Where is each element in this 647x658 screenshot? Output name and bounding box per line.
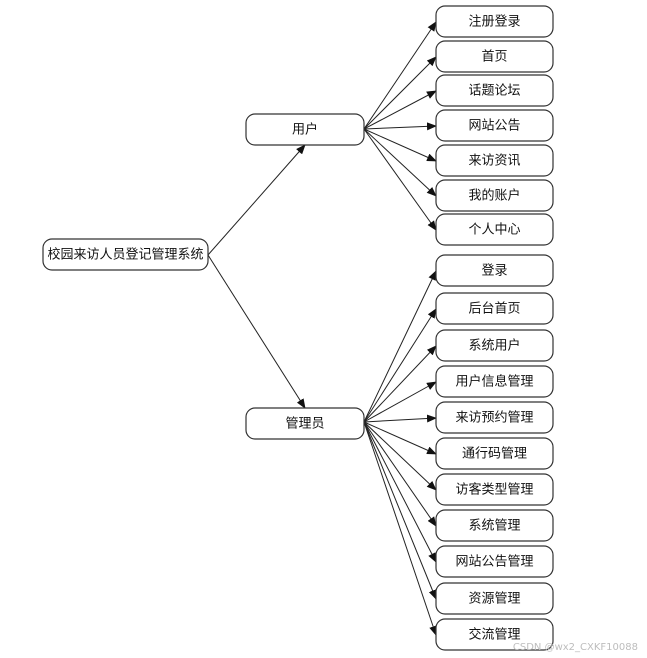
edge-root-to-user [207,144,306,256]
leaf-label: 个人中心 [468,223,520,238]
edge-user-to-leaf-4 [363,122,437,131]
leaf-node-admin-11: 交流管理 [435,618,554,651]
branch-node-admin: 管理员 [245,407,365,440]
edge-user-to-leaf-1 [363,21,437,130]
edge-admin-to-leaf-11 [363,421,437,636]
leaf-label: 注册登录 [468,15,520,30]
root-node: 校园来访人员登记管理系统 [42,238,209,271]
leaf-node-admin-8: 系统管理 [435,509,554,542]
leaf-label: 用户信息管理 [455,374,533,390]
leaf-label: 来访预约管理 [455,411,533,426]
leaf-node-user-1: 注册登录 [435,5,554,38]
leaf-node-admin-7: 访客类型管理 [435,473,554,506]
leaf-label: 来访资讯 [468,154,520,169]
leaf-node-user-4: 网站公告 [435,109,554,142]
edge-user-to-leaf-2 [363,56,437,130]
edge-user-to-leaf-7 [363,128,437,231]
edge-admin-to-leaf-4 [363,381,437,423]
leaf-label: 资源管理 [468,592,520,607]
leaf-node-admin-9: 网站公告管理 [435,545,554,578]
leaf-label: 访客类型管理 [455,482,533,498]
edge-admin-to-leaf-9 [363,421,437,563]
edge-admin-to-leaf-3 [363,345,437,423]
leaf-label: 后台首页 [468,302,520,317]
leaf-label: 首页 [481,50,507,65]
leaf-label: 网站公告 [468,119,520,134]
leaf-node-admin-5: 来访预约管理 [435,401,554,434]
leaf-label: 登录 [481,264,507,279]
leaf-node-admin-2: 后台首页 [435,292,554,325]
leaf-label: 系统用户 [468,338,520,354]
leaf-node-user-5: 来访资讯 [435,144,554,177]
leaf-label: 我的账户 [468,188,520,204]
leaf-node-admin-4: 用户信息管理 [435,365,554,398]
leaf-node-user-6: 我的账户 [435,179,554,212]
leaf-node-user-2: 首页 [435,40,554,73]
edge-admin-to-leaf-6 [363,421,437,455]
root-node-label: 校园来访人员登记管理系统 [47,247,203,263]
edge-admin-to-leaf-2 [363,308,437,423]
branch-node-user-label: 用户 [292,122,318,138]
edges [207,21,437,636]
leaf-node-user-3: 话题论坛 [435,74,554,107]
edge-admin-to-leaf-7 [363,421,437,491]
leaf-node-admin-1: 登录 [435,254,554,287]
leaf-label: 交流管理 [468,627,520,643]
leaf-label: 通行码管理 [462,447,527,462]
edge-user-to-leaf-3 [363,90,437,130]
leaf-label: 网站公告管理 [455,555,533,570]
leaf-node-admin-10: 资源管理 [435,582,554,615]
branch-node-user: 用户 [245,113,365,146]
leaf-node-user-7: 个人中心 [435,213,554,246]
edge-admin-to-leaf-1 [363,270,437,423]
leaf-label: 系统管理 [468,519,520,534]
leaf-label: 话题论坛 [468,84,520,99]
branch-node-admin-label: 管理员 [285,417,324,432]
edge-admin-to-leaf-10 [363,421,437,600]
edge-admin-to-leaf-5 [363,414,437,423]
edge-root-to-admin [207,254,306,409]
edge-user-to-leaf-5 [363,128,437,162]
edge-user-to-leaf-6 [363,128,437,197]
leaf-node-admin-3: 系统用户 [435,329,554,362]
edge-admin-to-leaf-8 [363,421,437,527]
watermark: CSDN @wx2_CXKF10088 [513,642,638,653]
leaf-node-admin-6: 通行码管理 [435,437,554,470]
